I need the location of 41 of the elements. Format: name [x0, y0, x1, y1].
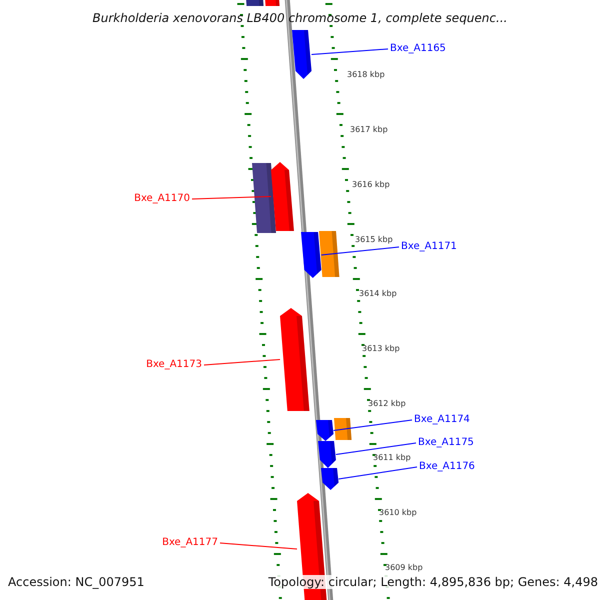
gene-feature [319, 231, 340, 277]
scale-label: 3610 kbp [379, 508, 417, 518]
leader-line [204, 359, 280, 366]
gene-feature [316, 420, 334, 441]
leader-line [311, 48, 388, 55]
leader-line [320, 246, 400, 256]
title: Burkholderia xenovorans LB400 chromosome 1, complete sequenc... [92, 11, 508, 25]
scale-label: 3609 kbp [385, 563, 423, 573]
gene-label: Bxe_A1165 [390, 43, 446, 55]
gene-feature [252, 163, 276, 233]
gene-label: Bxe_A1176 [419, 461, 475, 473]
gene-label: Bxe_A1171 [401, 241, 457, 253]
info-text: Topology: circular; Length: 4,895,836 bp; Genes: 4,498 [268, 575, 598, 589]
scale-label: 3616 kbp [352, 180, 390, 190]
gene-label: Bxe_A1173 [146, 359, 202, 371]
scale-label: 3611 kbp [373, 453, 411, 463]
scale-label: 3618 kbp [347, 70, 385, 80]
leader-line [192, 196, 272, 200]
gene-feature [321, 468, 339, 490]
gene-feature [301, 232, 322, 278]
scale-label: 3614 kbp [359, 289, 397, 299]
gene-label: Bxe_A1170 [134, 193, 190, 205]
gene-feature [271, 162, 294, 231]
gene-label: Bxe_A1174 [414, 414, 470, 426]
scale-label: 3613 kbp [362, 344, 400, 354]
gene-feature [246, 0, 264, 6]
scale-label: 3612 kbp [368, 399, 406, 409]
leader-line [335, 442, 416, 455]
gene-feature [280, 308, 310, 411]
gene-label: Bxe_A1177 [162, 537, 218, 549]
gene-feature [318, 441, 336, 468]
leader-line [333, 420, 412, 431]
scale-label: 3617 kbp [350, 125, 388, 135]
leader-line [338, 466, 418, 480]
gene-feature [265, 0, 280, 6]
info-text: Accession: NC_007951 [8, 575, 144, 589]
scale-label: 3615 kbp [355, 235, 393, 245]
leader-line [220, 542, 298, 550]
gene-feature [292, 30, 312, 79]
gene-feature [334, 418, 352, 440]
gene-label: Bxe_A1175 [418, 437, 474, 449]
